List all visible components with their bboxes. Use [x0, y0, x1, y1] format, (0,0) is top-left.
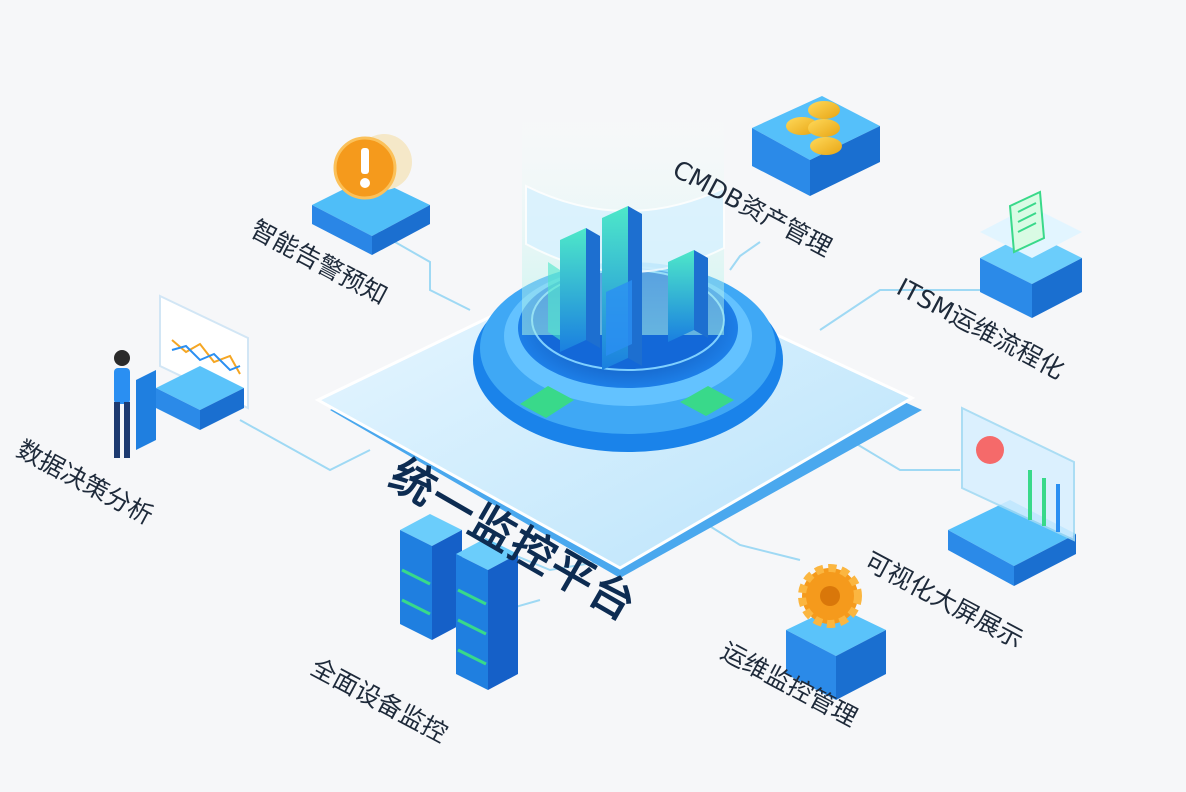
coins-icon	[786, 101, 842, 155]
ops-module	[786, 564, 886, 700]
cmdb-module	[752, 96, 880, 196]
server-rack-icon	[400, 514, 518, 690]
bigscreen-module	[948, 406, 1076, 586]
analyst-icon	[114, 350, 156, 458]
analysis-module	[114, 294, 249, 458]
document-icon	[1008, 190, 1046, 254]
central-platform	[314, 95, 922, 578]
itsm-module	[980, 190, 1082, 318]
devices-module	[400, 514, 518, 690]
alert-module	[312, 134, 430, 255]
